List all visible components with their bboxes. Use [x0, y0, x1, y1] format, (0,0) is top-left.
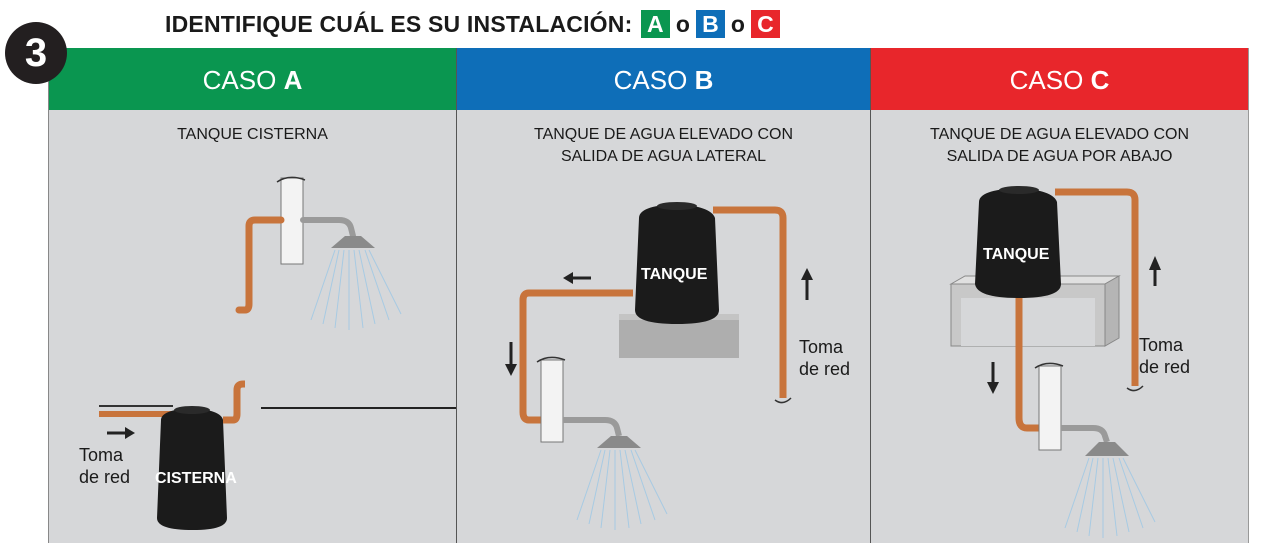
header-bar: [0, 0, 1262, 48]
case-c-panel: CASO C TANQUE DE AGUA ELEVADO CON SALIDA…: [870, 48, 1248, 543]
title-separator: o: [675, 11, 691, 37]
arrow-up-icon: [1149, 256, 1161, 286]
arrow-down-icon: [987, 362, 999, 394]
case-a-subtitle: TANQUE CISTERNA: [177, 126, 328, 143]
case-b-diagram: [505, 202, 813, 530]
pipe-icon: [235, 216, 356, 314]
elevated-tank-icon: [635, 202, 719, 324]
case-c-tank-label: TANQUE: [983, 246, 1050, 263]
case-c-header: CASO C: [871, 48, 1248, 110]
inlet-pipe-icon: [1055, 188, 1139, 386]
wall-column-icon: [536, 356, 566, 443]
case-b-head-letter: B: [694, 65, 714, 95]
case-a-head-prefix: CASO: [202, 65, 277, 95]
case-c-head-prefix: CASO: [1009, 65, 1084, 95]
case-b-panel: CASO B TANQUE DE AGUA ELEVADO CON SALIDA…: [456, 48, 870, 543]
case-a-panel: CASO A TANQUE CISTERNA: [48, 48, 456, 543]
case-a-inlet-label: Toma de red: [79, 445, 131, 487]
shower-head-icon: [310, 236, 402, 330]
case-c-head-letter: C: [1090, 65, 1110, 95]
pipe-icon: [1061, 425, 1110, 443]
case-c-subtitle: TANQUE DE AGUA ELEVADO CON SALIDA DE AGU…: [929, 126, 1190, 165]
outlet-pipe-icon: [1015, 298, 1043, 432]
elevated-tank-icon: [975, 186, 1061, 298]
outlet-pipe-icon: [519, 289, 633, 424]
arrow-down-icon: [505, 342, 517, 376]
arrow-left-icon: [563, 272, 591, 284]
right-margin: [1248, 48, 1262, 543]
tank-stand: [949, 275, 1121, 347]
cisterna-tank-icon: [157, 406, 227, 530]
inlet-pipe-icon: [713, 206, 787, 398]
case-b-header: CASO B: [457, 48, 870, 110]
case-b-inlet-label: Toma de red: [799, 337, 851, 379]
case-a-header: CASO A: [49, 48, 456, 110]
shower-head-icon: [1064, 442, 1156, 538]
shower-head-icon: [576, 436, 668, 530]
pipe-icon: [563, 417, 622, 437]
title-separator: o: [730, 11, 746, 37]
wall-column-icon: [1034, 362, 1064, 451]
outlet-pipe-icon: [223, 380, 245, 424]
case-b-head-prefix: CASO: [613, 65, 688, 95]
case-b-subtitle: TANQUE DE AGUA ELEVADO CON SALIDA DE AGU…: [533, 126, 794, 165]
arrow-up-icon: [801, 268, 813, 300]
case-a-tank-label: CISTERNA: [155, 470, 237, 487]
option-c-badge: C: [751, 10, 780, 38]
case-a-head-letter: A: [283, 65, 303, 95]
case-c-diagram: [949, 186, 1161, 538]
case-b-tank-label: TANQUE: [641, 266, 708, 283]
case-a-diagram: [99, 176, 456, 530]
option-a-badge: A: [641, 10, 670, 38]
title-prefix: IDENTIFIQUE CUÁL ES SU INSTALACIÓN:: [165, 11, 633, 37]
case-c-inlet-label: Toma de red: [1139, 335, 1191, 377]
step-badge: 3: [5, 22, 67, 84]
option-b-badge: B: [696, 10, 725, 38]
left-margin: [0, 48, 48, 543]
arrow-right-icon: [107, 427, 135, 439]
